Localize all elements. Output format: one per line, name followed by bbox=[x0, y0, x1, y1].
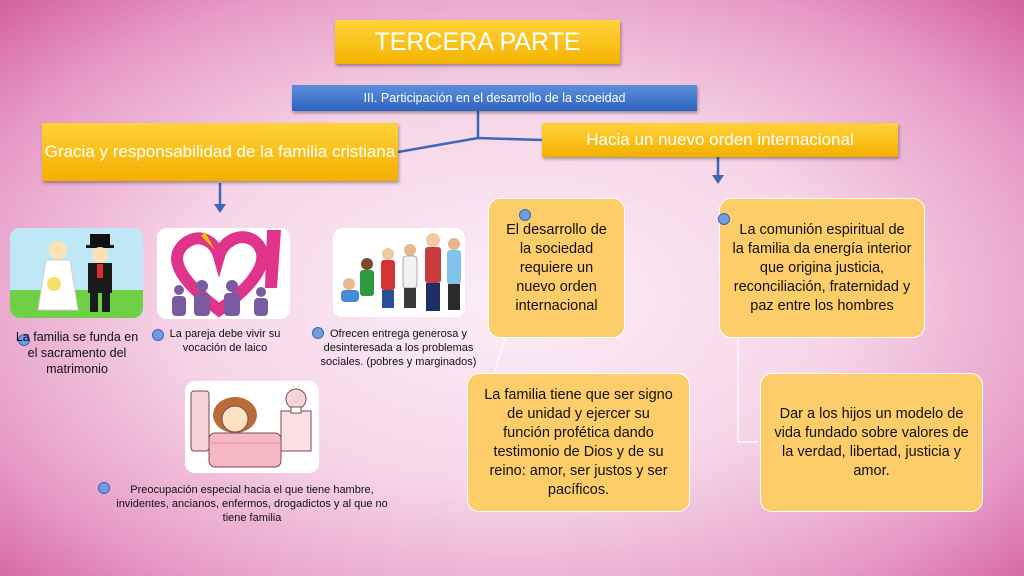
bullet-icon bbox=[18, 334, 30, 346]
card-children-model: Dar a los hijos un modelo de vida fundad… bbox=[760, 373, 983, 512]
bullet-icon bbox=[519, 209, 531, 221]
left-branch-heading: Gracia y responsabilidad de la familia c… bbox=[42, 123, 398, 181]
caption-marriage: La familia se funda en el sacramento del… bbox=[15, 330, 139, 376]
card-unity-sign: La familia tiene que ser signo de unidad… bbox=[467, 373, 690, 512]
caption-lay-vocation: La pareja debe vivir su vocación de laic… bbox=[169, 328, 281, 354]
caption-special-care: Preocupación especial hacia el que tiene… bbox=[116, 484, 388, 524]
card-new-order: El desarrollo de la sociedad requiere un… bbox=[488, 198, 625, 338]
bullet-icon bbox=[98, 482, 110, 494]
children-group-image bbox=[333, 228, 465, 317]
bullet-icon bbox=[152, 329, 164, 341]
card-spiritual-communion: La comunión espiritual de la familia da … bbox=[719, 198, 925, 338]
right-branch-heading: Hacia un nuevo orden internacional bbox=[542, 123, 898, 157]
slide-title: TERCERA PARTE bbox=[335, 20, 620, 64]
slide-subtitle: III. Participación en el desarrollo de l… bbox=[292, 85, 697, 111]
caption-social-problems: Ofrecen entrega generosa y desinteresada… bbox=[320, 328, 477, 368]
bullet-icon bbox=[718, 213, 730, 225]
family-heart-image bbox=[157, 228, 290, 319]
wedding-couple-image bbox=[10, 228, 143, 318]
sick-woman-image bbox=[185, 381, 319, 473]
bullet-icon bbox=[312, 327, 324, 339]
